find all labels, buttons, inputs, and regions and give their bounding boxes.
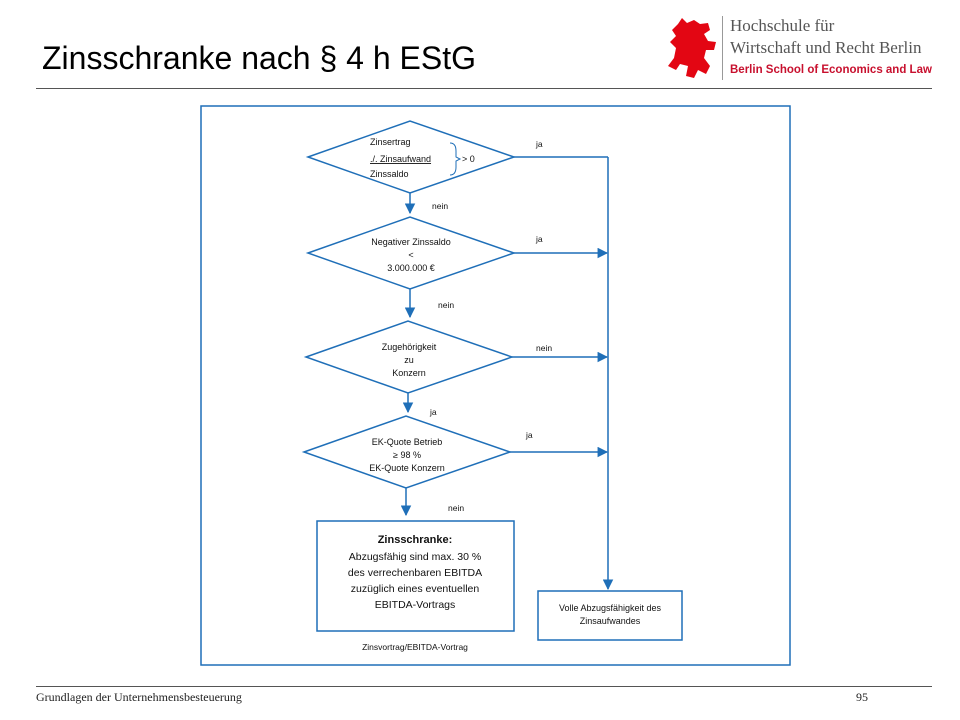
university-logo: Hochschule für Wirtschaft und Recht Berl… <box>660 12 940 88</box>
label-ja-2: ja <box>535 234 543 244</box>
result-box-volle-abzugsfaehigkeit: Volle Abzugsfähigkeit des Zinsaufwandes <box>537 590 683 641</box>
footer-course-title: Grundlagen der Unternehmensbesteuerung <box>36 690 242 704</box>
decision-4-line2: ≥ 98 % <box>393 450 421 460</box>
decision-konzern: Zugehörigkeit zu Konzern <box>303 320 515 394</box>
decision-ek-quote: EK-Quote Betrieb ≥ 98 % EK-Quote Konzern <box>301 415 513 489</box>
result-box-zinsschranke: Zinsschranke: Abzugsfähig sind max. 30 %… <box>316 520 515 632</box>
decision-4-line3: EK-Quote Konzern <box>369 463 445 473</box>
result-box-line4: EBITDA-Vortrags <box>375 599 456 611</box>
decision-1-line2: ./. Zinsaufwand <box>370 154 431 164</box>
decision-zinssaldo: Zinsertrag ./. Zinsaufwand Zinssaldo > 0 <box>305 120 517 194</box>
logo-text-line3: Berlin School of Economics and Law <box>730 64 932 76</box>
decision-1-line3: Zinssaldo <box>370 169 409 179</box>
footer-rule <box>36 686 932 687</box>
brace-icon <box>449 142 462 176</box>
decision-4-line1: EK-Quote Betrieb <box>372 437 443 447</box>
result-box-line3: zuzüglich eines eventuellen <box>351 583 480 595</box>
flowchart-figure: Zinsertrag ./. Zinsaufwand Zinssaldo > 0… <box>200 105 792 672</box>
flowchart-svg: Zinsertrag ./. Zinsaufwand Zinssaldo > 0… <box>200 105 791 666</box>
decision-3-line2: zu <box>404 355 414 365</box>
decision-3-line3: Konzern <box>392 368 426 378</box>
result-box-heading: Zinsschranke: <box>378 534 453 546</box>
result-box-frame <box>316 520 515 632</box>
decision-2-line3: 3.000.000 € <box>387 263 435 273</box>
decision-2-line1: Negativer Zinssaldo <box>371 237 451 247</box>
slide-title: Zinsschranke nach § 4 h EStG <box>42 40 476 76</box>
label-nein-4: nein <box>448 503 464 513</box>
figure-footnote: Zinsvortrag/EBITDA-Vortrag <box>362 642 468 652</box>
logo-text-line1: Hochschule für <box>730 16 835 35</box>
label-nein-1: nein <box>432 201 448 211</box>
label-ja-4: ja <box>525 430 533 440</box>
label-ja-down: ja <box>429 407 437 417</box>
header-rule <box>36 88 932 89</box>
result-box-right-line1: Volle Abzugsfähigkeit des <box>559 603 662 613</box>
decision-3-line1: Zugehörigkeit <box>382 342 437 352</box>
decision-2-line2: < <box>408 250 413 260</box>
result-box-line1: Abzugsfähig sind max. 30 % <box>349 551 482 563</box>
logo-divider <box>722 16 723 80</box>
decision-1-comparison: > 0 <box>462 154 475 164</box>
decision-negativer-zinssaldo: Negativer Zinssaldo < 3.000.000 € <box>305 216 517 290</box>
berlin-bear-icon <box>668 18 716 78</box>
decision-1-line1: Zinsertrag <box>370 137 411 147</box>
logo-text-line2: Wirtschaft und Recht Berlin <box>730 38 922 57</box>
label-nein-2: nein <box>438 300 454 310</box>
page-number: 95 <box>856 690 868 704</box>
label-ja-1: ja <box>535 139 543 149</box>
result-box-frame <box>537 590 683 641</box>
label-nein-3: nein <box>536 343 552 353</box>
result-box-right-line2: Zinsaufwandes <box>580 616 641 626</box>
figure-frame <box>200 105 791 666</box>
result-box-line2: des verrechenbaren EBITDA <box>348 567 482 579</box>
